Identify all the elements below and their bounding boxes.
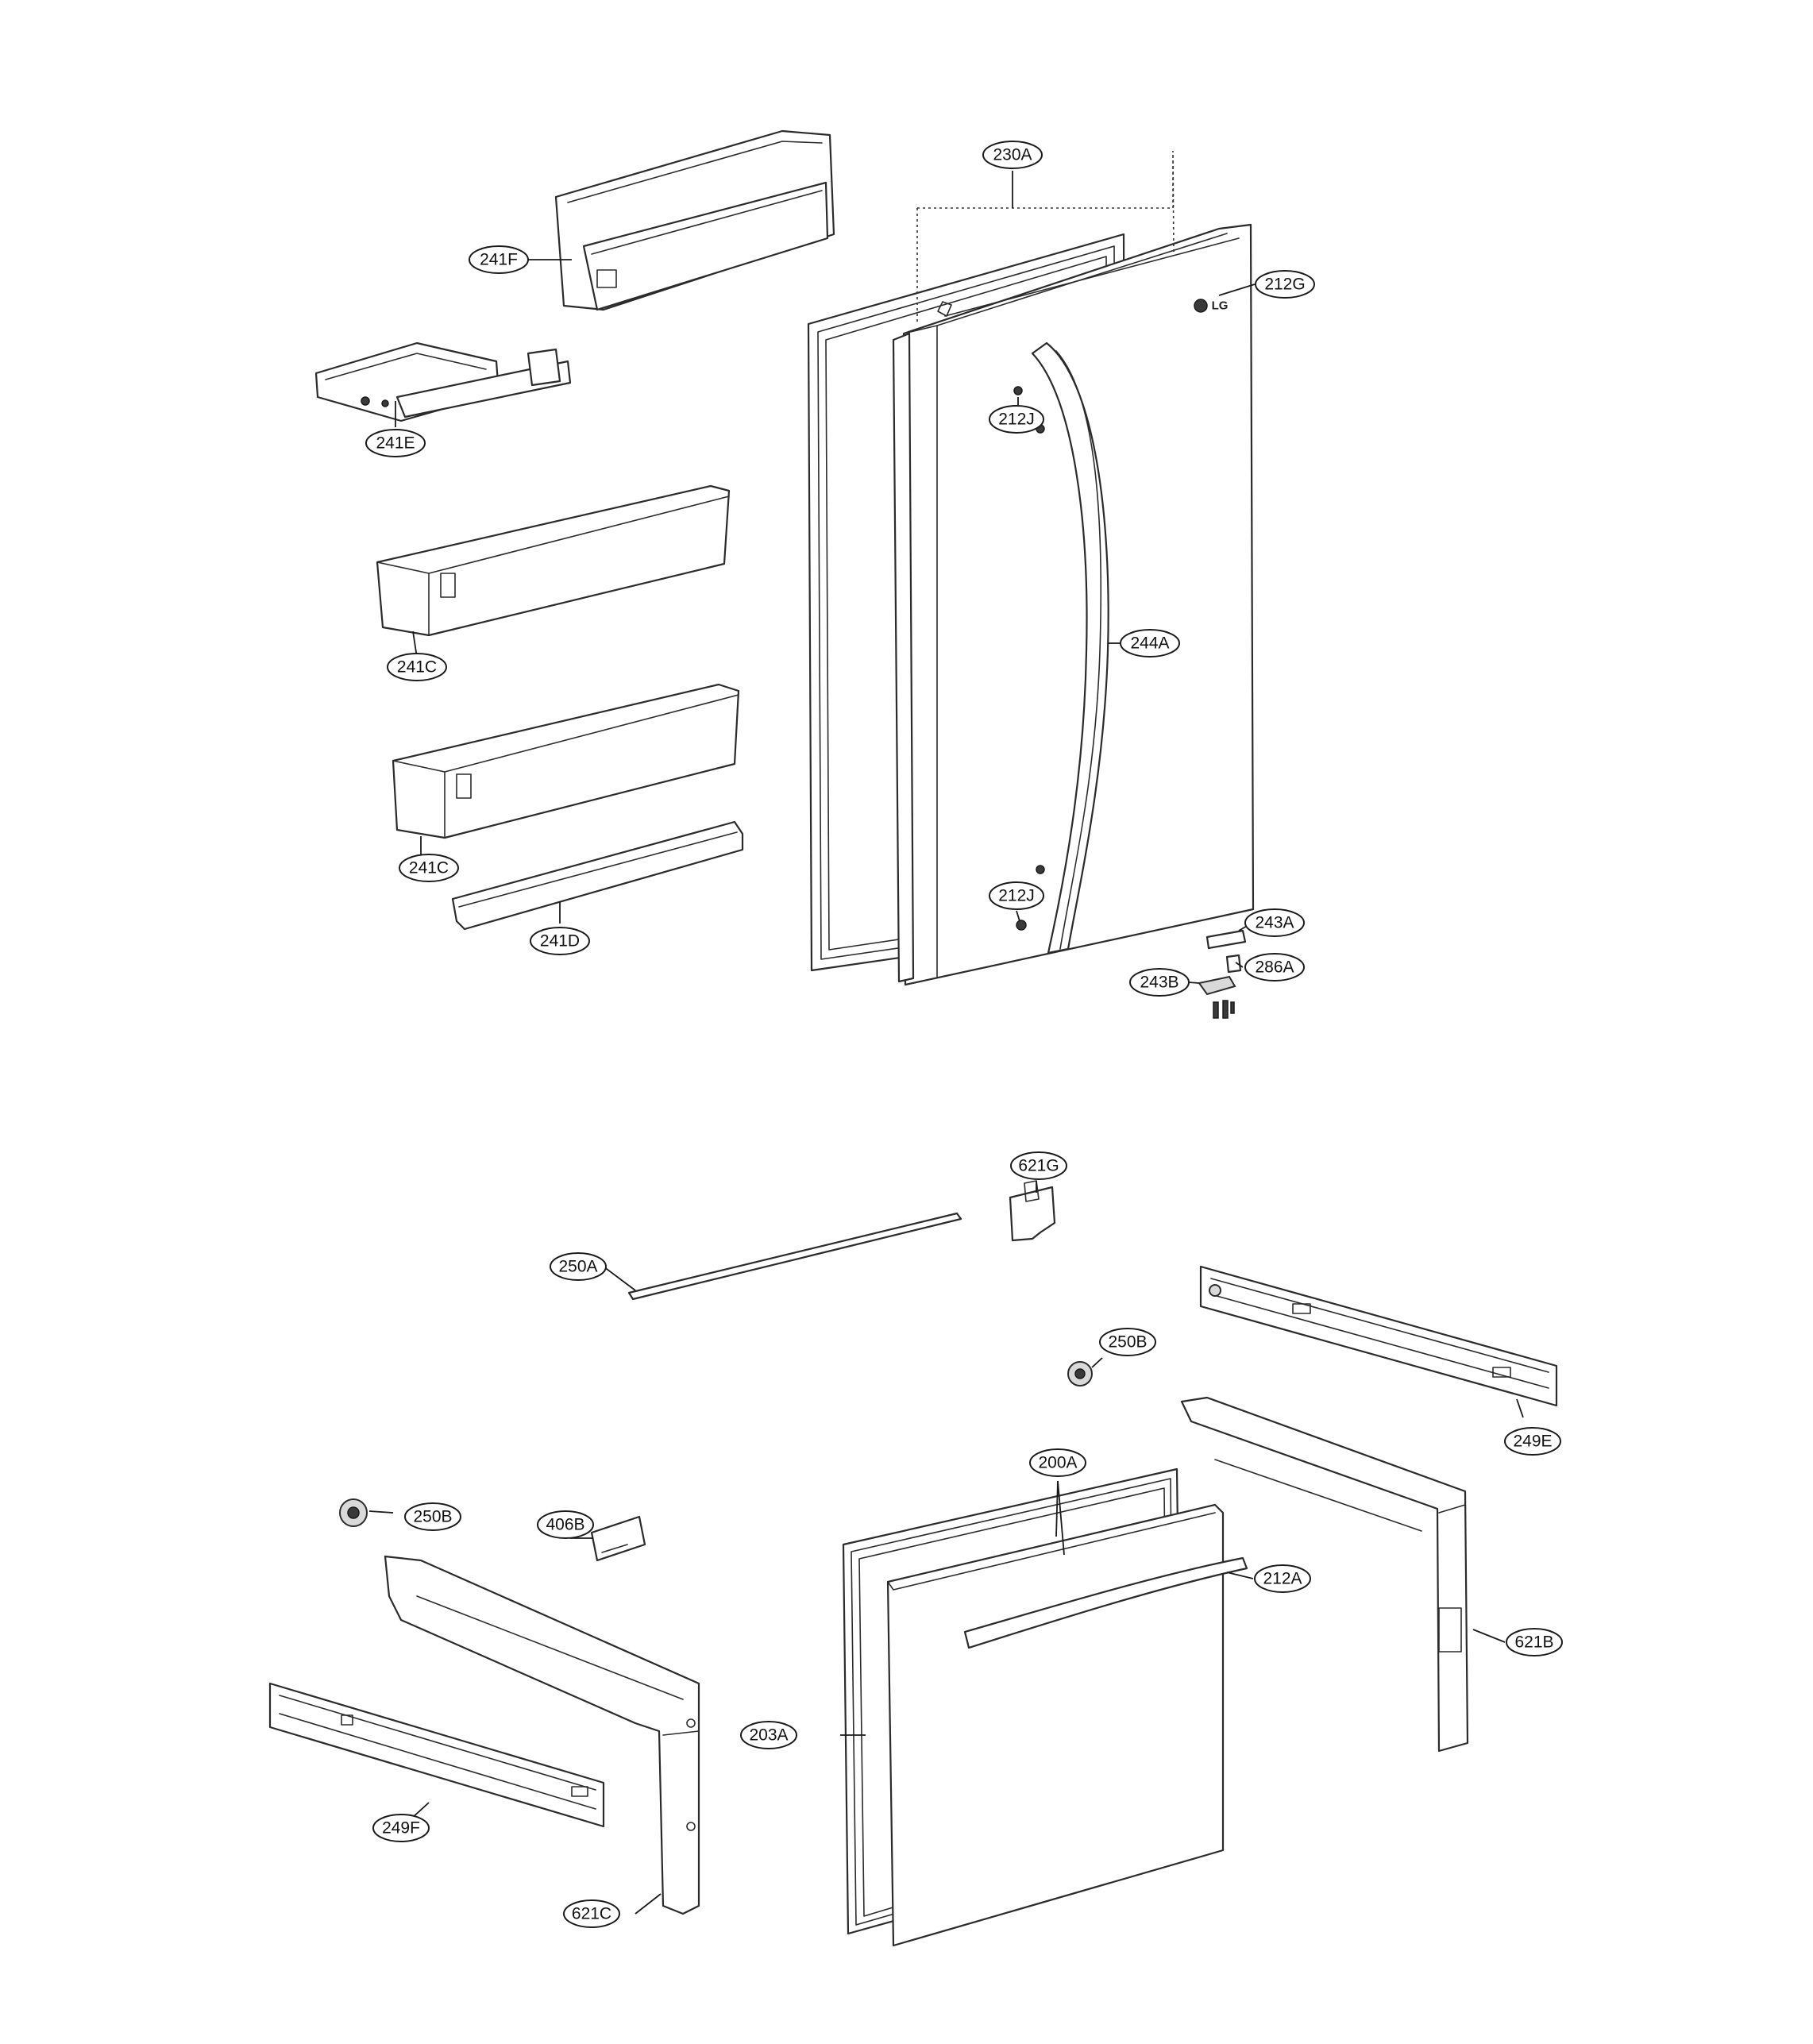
door-bin-upper bbox=[376, 484, 731, 637]
drawer-slide-rail-right bbox=[1199, 1265, 1558, 1407]
pinion-gear-left bbox=[339, 1498, 368, 1527]
svg-text:241F: 241F bbox=[480, 251, 518, 269]
svg-text:250A: 250A bbox=[558, 1258, 597, 1276]
pinion-gear-right bbox=[1067, 1361, 1093, 1386]
callout-241F: 241F bbox=[469, 245, 529, 274]
svg-text:250B: 250B bbox=[413, 1508, 452, 1526]
drawer-frame-right bbox=[1180, 1396, 1469, 1753]
door-handle bbox=[1031, 341, 1109, 955]
callout-212G: 212G bbox=[1255, 270, 1315, 299]
callout-203A: 203A bbox=[740, 1721, 797, 1749]
svg-text:249E: 249E bbox=[1513, 1433, 1552, 1451]
svg-text:244A: 244A bbox=[1130, 634, 1169, 653]
callout-249F: 249F bbox=[372, 1814, 430, 1842]
drawer-frame-left bbox=[384, 1555, 700, 1915]
svg-text:212J: 212J bbox=[998, 411, 1035, 429]
handle-screw-cap-bottom bbox=[1016, 865, 1045, 931]
svg-text:621B: 621B bbox=[1514, 1633, 1553, 1652]
callout-200A: 200A bbox=[1029, 1448, 1086, 1477]
callout-241E: 241E bbox=[365, 429, 426, 457]
callout-212A: 212A bbox=[1254, 1564, 1311, 1593]
callout-241C-upper: 241C bbox=[387, 653, 447, 681]
door-bin-with-cover bbox=[554, 129, 835, 311]
door-trim-bar bbox=[451, 820, 744, 931]
svg-text:621G: 621G bbox=[1018, 1157, 1059, 1175]
svg-text:250B: 250B bbox=[1108, 1333, 1147, 1352]
small-door-bin bbox=[314, 341, 572, 422]
freezer-drawer-handle bbox=[963, 1556, 1248, 1649]
lg-emblem: LG bbox=[1194, 299, 1228, 313]
lg-logo-text: LG bbox=[1212, 299, 1229, 313]
callout-243A: 243A bbox=[1244, 908, 1305, 937]
door-bin-lower bbox=[392, 683, 740, 839]
callout-212J-bottom: 212J bbox=[989, 881, 1044, 910]
callout-250A: 250A bbox=[550, 1252, 607, 1281]
svg-text:200A: 200A bbox=[1038, 1454, 1077, 1472]
callout-230A: 230A bbox=[982, 141, 1043, 169]
callout-244A: 244A bbox=[1120, 629, 1180, 658]
callout-241D: 241D bbox=[530, 927, 590, 955]
svg-text:249F: 249F bbox=[382, 1819, 420, 1838]
callout-243B: 243B bbox=[1129, 968, 1190, 997]
svg-text:241C: 241C bbox=[397, 658, 437, 677]
callout-212J-top: 212J bbox=[989, 405, 1044, 434]
callout-621G: 621G bbox=[1010, 1151, 1067, 1180]
svg-text:243A: 243A bbox=[1255, 914, 1294, 932]
callout-286A: 286A bbox=[1244, 953, 1305, 982]
callout-250B-left: 250B bbox=[404, 1502, 461, 1531]
svg-text:286A: 286A bbox=[1255, 958, 1294, 977]
callout-621C: 621C bbox=[563, 1899, 620, 1928]
svg-text:243B: 243B bbox=[1140, 974, 1178, 992]
callout-249E: 249E bbox=[1504, 1427, 1561, 1456]
drawer-slide-rail-left bbox=[268, 1682, 605, 1828]
callout-621B: 621B bbox=[1506, 1628, 1563, 1656]
callout-250B-right: 250B bbox=[1099, 1328, 1156, 1356]
svg-text:212G: 212G bbox=[1264, 276, 1305, 294]
freezer-drawer-door bbox=[886, 1503, 1225, 1947]
drawer-clip bbox=[590, 1515, 646, 1562]
drawer-rod bbox=[627, 1212, 962, 1301]
svg-text:406B: 406B bbox=[546, 1516, 584, 1534]
callout-406B: 406B bbox=[537, 1510, 594, 1539]
drawer-bracket-small bbox=[1009, 1180, 1056, 1242]
door-hinge-parts bbox=[1198, 929, 1247, 1019]
svg-text:230A: 230A bbox=[993, 146, 1032, 164]
svg-text:203A: 203A bbox=[749, 1726, 788, 1745]
svg-text:212J: 212J bbox=[998, 887, 1035, 905]
svg-text:241C: 241C bbox=[409, 859, 449, 877]
svg-text:241D: 241D bbox=[540, 932, 580, 951]
svg-text:212A: 212A bbox=[1263, 1570, 1302, 1588]
callout-241C-lower: 241C bbox=[399, 854, 459, 882]
svg-text:241E: 241E bbox=[376, 434, 415, 453]
svg-text:621C: 621C bbox=[572, 1905, 611, 1923]
